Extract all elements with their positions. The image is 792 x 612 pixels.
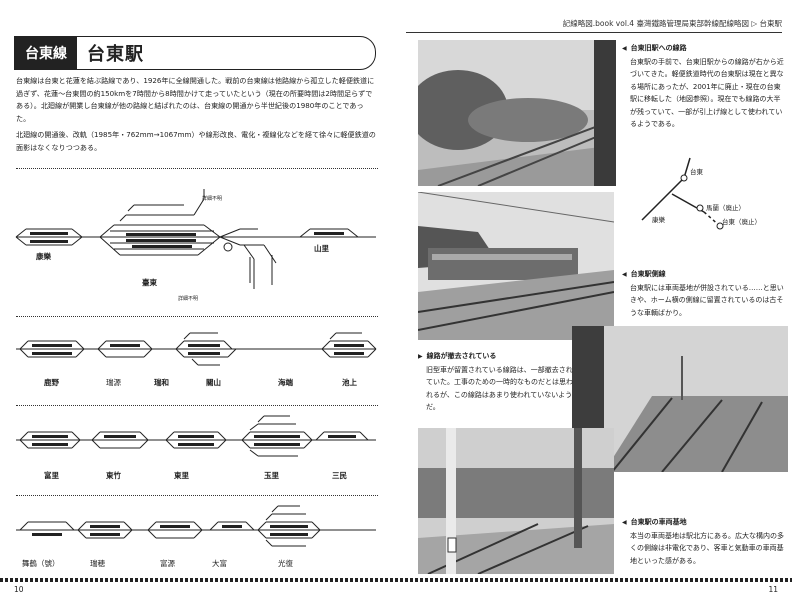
photo-svg (418, 40, 616, 186)
caption-title: 台東旧駅への線路 (622, 42, 786, 56)
caption-body: 本当の車両基地は駅北方にある。広大な構内の多くの側線は非電化であり、客車と気動車… (630, 531, 784, 565)
station-label: 鹿野 (44, 378, 59, 387)
station-label: 臺東 (142, 278, 157, 287)
photo-svg (418, 192, 614, 340)
caption-title: 線路が撤去されている (418, 350, 576, 364)
track-diagram-svg (16, 332, 377, 366)
station-label: 山里 (314, 244, 329, 253)
station-label: 瑞源 (106, 378, 121, 387)
track-diagram-taitung: 詳細不明 詳細不明 康樂 臺東 山里 (14, 185, 378, 310)
intro-paragraph: 北廻線の開通後、改軌（1985年・762mm→1067mm）や線形改良、電化・複… (16, 130, 376, 152)
running-head: 記線略図.book vol.4 臺灣鐵路管理局東部幹線配線略図 ▷ 台東駅 (562, 19, 782, 28)
divider (16, 495, 378, 496)
right-page: 記線略図.book vol.4 臺灣鐵路管理局東部幹線配線略図 ▷ 台東駅 台東… (396, 0, 792, 612)
track-diagram-svg (15, 189, 376, 289)
track-diagram-row2: 鹿野 瑞源 瑞和 關山 海端 池上 (14, 325, 378, 397)
caption-body: 台東駅には車両基地が併設されている……と思いきや、ホーム横の側線に留置されている… (630, 283, 784, 317)
route-map-svg (641, 157, 724, 230)
track-diagram-row4: 舞鶴（號） 瑞穂 富源 大富 光復 (14, 500, 378, 575)
photo-svg (418, 428, 614, 574)
route-map: 台東 馬蘭（廃止） 康樂 台東（廃止） (622, 150, 786, 236)
divider (16, 168, 378, 169)
note-unknown: 詳細不明 (202, 196, 223, 202)
photo-sidings (418, 192, 614, 340)
header-rule (406, 32, 782, 33)
map-label: 馬蘭（廃止） (706, 204, 745, 212)
divider (16, 405, 378, 406)
intro-paragraph: 台東線は台東と花蓮を結ぶ路線であり、1926年に全線開通した。戦前の台東線は他路… (16, 76, 375, 123)
left-page: 台東線 台東駅 台東線は台東と花蓮を結ぶ路線であり、1926年に全線開通した。戦… (14, 36, 378, 594)
station-label: 富源 (160, 559, 175, 568)
station-label: 東竹 (106, 471, 121, 480)
track-diagram-svg (16, 415, 376, 457)
station-label: 關山 (206, 378, 221, 387)
divider (16, 316, 378, 317)
station-label: 舞鶴（號） (22, 559, 60, 568)
map-label: 台東（廃止） (722, 218, 761, 226)
caption-removed-track: 線路が撤去されている 旧型車が留置されている線路は、一部撤去されていた。工事のた… (418, 350, 576, 414)
station-label: 瑞和 (154, 378, 169, 387)
map-label: 台東 (690, 168, 703, 176)
photo-old-line (418, 40, 616, 186)
note-unknown: 詳細不明 (178, 296, 199, 302)
line-name-tag: 台東線 (15, 37, 77, 69)
page-number-right: 11 (768, 585, 778, 594)
station-label: 康樂 (36, 252, 51, 261)
track-diagram-svg (16, 505, 376, 547)
caption-title: 台東駅側線 (622, 268, 786, 282)
station-title: 台東駅 (87, 44, 144, 65)
caption-depot: 台東駅の車両基地 本当の車両基地は駅北方にある。広大な構内の多くの側線は非電化で… (622, 516, 786, 567)
page-number-left: 10 (14, 585, 24, 594)
caption-sidings: 台東駅側線 台東駅には車両基地が併設されている……と思いきや、ホーム横の側線に留… (622, 268, 786, 319)
station-label: 東里 (174, 471, 189, 480)
caption-old-line: 台東旧駅への線路 台東駅の手前で、台東旧駅からの線路が右から近づいてきた。軽便鉄… (622, 42, 786, 131)
caption-body: 台東駅の手前で、台東旧駅からの線路が右から近づいてきた。軽便鉄道時代の台東駅は現… (630, 57, 784, 129)
title-box: 台東線 台東駅 (14, 36, 376, 70)
station-label: 富里 (44, 471, 59, 480)
caption-body: 旧型車が留置されている線路は、一部撤去されていた。工事のための一時的なものだとは… (426, 365, 573, 412)
station-label: 池上 (342, 378, 357, 387)
station-label: 光復 (278, 559, 293, 568)
station-label: 三民 (332, 471, 347, 480)
station-label: 玉里 (264, 471, 279, 480)
photo-depot (418, 428, 614, 574)
bottom-dotted-band (0, 578, 792, 582)
caption-title: 台東駅の車両基地 (622, 516, 786, 530)
station-label: 瑞穂 (90, 559, 105, 568)
track-diagram-row3: 富里 東竹 東里 玉里 三民 (14, 410, 378, 488)
map-label: 康樂 (652, 216, 665, 224)
station-label: 大富 (212, 559, 227, 568)
station-label: 海端 (278, 378, 293, 387)
intro-text: 台東線は台東と花蓮を結ぶ路線であり、1926年に全線開通した。戦前の台東線は他路… (16, 75, 376, 159)
